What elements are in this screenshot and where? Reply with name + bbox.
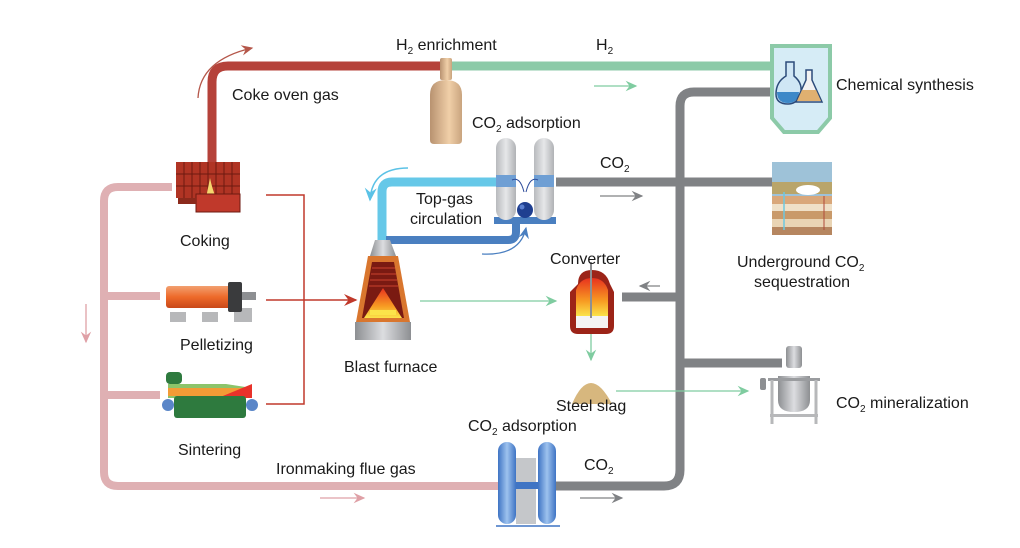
gas-cylinder-icon	[430, 58, 462, 144]
top-gas-label-line1: Top-gas	[416, 191, 473, 208]
co2-adsorption-bottom-label: CO2 adsorption	[468, 418, 577, 438]
blower-inlet-curved-arrow	[481, 226, 529, 255]
pelletizer-icon	[166, 282, 256, 322]
blast-furnace-icon	[355, 240, 411, 340]
co2-mineralization-label: CO2 mineralization	[836, 395, 969, 415]
h2-enrichment-label: H2 enrichment	[396, 37, 497, 57]
coking-label: Coking	[180, 233, 230, 250]
ironmaking-flue-gas-pipe	[100, 183, 500, 490]
converter-label: Converter	[550, 251, 621, 268]
reactor-vessel-icon	[760, 346, 820, 424]
coke-gas-curved-arrow	[197, 45, 254, 99]
underground-co2-label-line1: Underground CO2	[737, 254, 865, 274]
hydrogen-label: H2	[596, 37, 614, 57]
geology-cross-section-icon	[772, 162, 832, 235]
top-gas-curved-arrow	[364, 167, 409, 202]
sintering-label: Sintering	[178, 442, 241, 459]
steel-slag-label: Steel slag	[556, 398, 626, 415]
adsorption-base-plate	[494, 217, 556, 224]
flasks-icon	[770, 44, 832, 134]
slag-pile-icon	[572, 383, 612, 404]
chemical-synthesis-label: Chemical synthesis	[836, 77, 974, 94]
co2-adsorption-top-label: CO2 adsorption	[472, 115, 581, 135]
ironmaking-flue-gas-label: Ironmaking flue gas	[276, 461, 416, 478]
co2-main-trunk-pipe	[556, 87, 776, 491]
co2-top-label: CO2	[600, 155, 630, 175]
coke-oven-gas-pipe	[207, 61, 440, 165]
converter-icon	[570, 262, 614, 334]
top-gas-label-line2: circulation	[410, 211, 482, 228]
pelletizing-label: Pelletizing	[180, 337, 253, 354]
coke-oven-icon	[176, 162, 241, 213]
top-gas-outlet-pipe	[386, 220, 520, 244]
adsorption-columns-icon	[496, 442, 560, 527]
sinter-machine-icon	[162, 372, 258, 418]
top-gas-return-pipe	[377, 177, 500, 250]
blast-furnace-label: Blast furnace	[344, 359, 437, 376]
adsorption-columns-icon	[496, 138, 554, 220]
co2-bottom-label: CO2	[584, 457, 614, 477]
underground-co2-label-line2: sequestration	[754, 274, 850, 291]
coke-oven-gas-label: Coke oven gas	[232, 87, 339, 104]
